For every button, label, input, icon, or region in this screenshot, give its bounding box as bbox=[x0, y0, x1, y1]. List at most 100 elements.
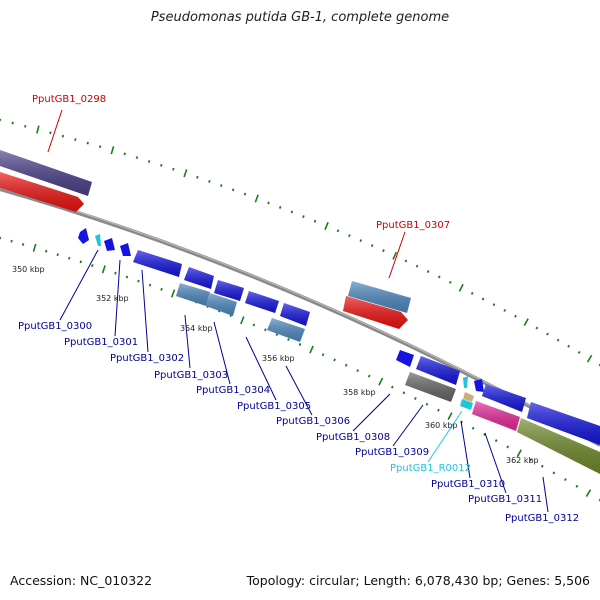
feature-small-1[interactable] bbox=[78, 228, 89, 244]
feature-PputGB1_0309[interactable] bbox=[405, 372, 456, 402]
minor-tick bbox=[514, 314, 517, 318]
coordinate-ticks bbox=[0, 118, 600, 502]
minor-tick bbox=[575, 484, 579, 488]
feature-PputGB1_0312[interactable] bbox=[517, 418, 600, 474]
minor-tick bbox=[135, 156, 139, 160]
feature-PputGB1_0301[interactable] bbox=[120, 243, 131, 256]
feature-PputGB1_0307[interactable] bbox=[343, 296, 408, 329]
minor-tick bbox=[160, 163, 163, 167]
minor-tick bbox=[437, 275, 441, 279]
minor-tick bbox=[98, 145, 102, 149]
minor-tick bbox=[196, 175, 199, 179]
minor-tick bbox=[359, 239, 363, 243]
minor-tick bbox=[535, 326, 539, 330]
gene-label[interactable]: PputGB1_0307 bbox=[376, 220, 450, 231]
minor-tick bbox=[370, 244, 374, 248]
major-tick bbox=[110, 146, 115, 155]
minor-tick bbox=[114, 271, 117, 275]
feature-PputGB1_0305[interactable] bbox=[245, 291, 279, 313]
gene-label[interactable]: PputGB1_0312 bbox=[505, 513, 579, 524]
gene-label[interactable]: PputGB1_0302 bbox=[110, 353, 184, 364]
minor-tick bbox=[21, 243, 25, 246]
gene-label[interactable]: PputGB1_0311 bbox=[468, 494, 542, 505]
feature-small-2[interactable] bbox=[474, 379, 484, 392]
feature-PputGB1_0303[interactable] bbox=[184, 267, 214, 289]
feature-PputGB1_0298[interactable] bbox=[0, 172, 84, 212]
minor-tick bbox=[148, 283, 152, 287]
major-tick bbox=[516, 449, 522, 458]
kbp-scale-labels: 350 kbp 352 kbp 354 kbp 356 kbp 358 kbp … bbox=[12, 265, 539, 465]
leader-line bbox=[114, 259, 121, 337]
minor-tick bbox=[243, 192, 247, 196]
minor-tick bbox=[125, 275, 129, 279]
kbp-label: 350 kbp bbox=[12, 265, 45, 274]
feature-PputGB1_0304b[interactable] bbox=[206, 293, 237, 316]
leader-line bbox=[59, 249, 99, 321]
major-tick bbox=[254, 194, 259, 203]
feature-PputGB1_0308[interactable] bbox=[396, 350, 414, 367]
minor-tick bbox=[382, 249, 385, 253]
minor-tick bbox=[564, 478, 567, 482]
gene-label[interactable]: PputGB1_0309 bbox=[355, 447, 429, 458]
feature-rna-1[interactable] bbox=[95, 234, 101, 246]
gene-label[interactable]: PputGB1_0304 bbox=[196, 385, 270, 396]
minor-tick bbox=[10, 239, 13, 243]
minor-tick bbox=[56, 253, 59, 257]
major-tick bbox=[378, 377, 384, 386]
minor-tick bbox=[313, 219, 317, 223]
feature-PputGB1_0310[interactable] bbox=[482, 384, 526, 412]
minor-tick bbox=[503, 308, 507, 312]
major-tick bbox=[458, 283, 464, 292]
topology-text: Topology: circular; Length: 6,078,430 bp… bbox=[246, 573, 590, 588]
minor-tick bbox=[540, 464, 544, 468]
feature-rna-2[interactable] bbox=[463, 376, 468, 388]
leader-line bbox=[427, 410, 463, 463]
minor-tick bbox=[390, 385, 394, 389]
leader-line bbox=[392, 404, 424, 447]
gene-label[interactable]: PputGB1_0300 bbox=[18, 321, 92, 332]
minor-tick bbox=[278, 205, 282, 209]
feature-PputGB1_0311[interactable] bbox=[472, 401, 520, 431]
feature-PputGB1_0308b[interactable] bbox=[416, 356, 460, 385]
leader-line bbox=[388, 231, 406, 279]
feature-PputGB1_0306b[interactable] bbox=[267, 318, 305, 342]
minor-tick bbox=[404, 259, 408, 263]
gene-label[interactable]: PputGB1_0306 bbox=[276, 416, 350, 427]
minor-tick bbox=[356, 369, 360, 373]
minor-tick bbox=[147, 160, 151, 163]
minor-tick bbox=[290, 210, 294, 214]
major-tick bbox=[36, 125, 40, 134]
gene-label[interactable]: PputGB1_0298 bbox=[32, 94, 106, 105]
major-tick bbox=[447, 412, 453, 421]
major-tick bbox=[586, 354, 593, 363]
gene-label[interactable]: PputGB1_0308 bbox=[316, 432, 390, 443]
gene-label[interactable]: PputGB1_0305 bbox=[237, 401, 311, 412]
feature-PputGB1_0306[interactable] bbox=[280, 303, 310, 326]
feature-PputGB1_0302[interactable] bbox=[133, 250, 182, 277]
gene-label[interactable]: PputGB1_0310 bbox=[431, 479, 505, 490]
gene-label[interactable]: PputGB1_0301 bbox=[64, 337, 138, 348]
feature-PputGB1_R0012[interactable] bbox=[460, 399, 473, 410]
minor-tick bbox=[287, 338, 290, 341]
feature-PputGB1_0312-cds[interactable] bbox=[527, 402, 600, 445]
feature-PputGB1_0304[interactable] bbox=[214, 280, 244, 301]
minor-tick bbox=[49, 131, 52, 135]
feature-PputGB1_0307-a[interactable] bbox=[348, 281, 411, 313]
minor-tick bbox=[302, 215, 305, 219]
minor-tick bbox=[137, 279, 140, 283]
minor-tick bbox=[321, 353, 325, 357]
minor-tick bbox=[208, 179, 211, 183]
feature-tan[interactable] bbox=[463, 392, 474, 402]
gene-label[interactable]: PputGB1_0303 bbox=[154, 370, 228, 381]
kbp-label: 358 kbp bbox=[343, 388, 376, 397]
minor-tick bbox=[267, 201, 270, 205]
minor-tick bbox=[264, 328, 267, 332]
feature-PputGB1_0298-purple[interactable] bbox=[0, 150, 92, 196]
feature-PputGB1_0300[interactable] bbox=[104, 238, 115, 251]
major-tick bbox=[32, 243, 37, 252]
feature-PputGB1_0303b[interactable] bbox=[176, 283, 210, 306]
leader-line bbox=[285, 365, 313, 416]
gene-label[interactable]: PputGB1_R0012 bbox=[390, 463, 471, 474]
minor-tick bbox=[402, 391, 406, 395]
minor-tick bbox=[426, 270, 430, 273]
